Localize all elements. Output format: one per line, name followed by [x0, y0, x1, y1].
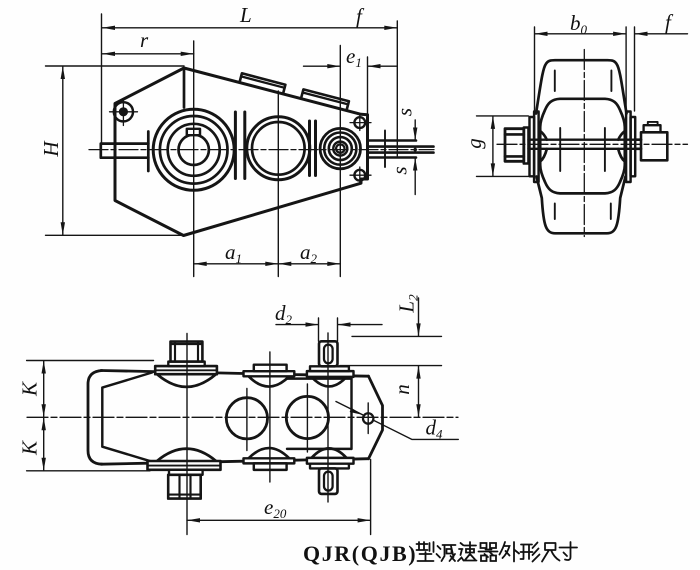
svg-text:a2: a2: [300, 240, 318, 266]
svg-text:b0: b0: [570, 11, 588, 37]
svg-text:s: s: [392, 108, 416, 116]
svg-text:g: g: [462, 138, 486, 149]
svg-text:K: K: [18, 440, 42, 456]
svg-text:L: L: [239, 3, 252, 27]
svg-text:f: f: [356, 4, 365, 28]
svg-text:K: K: [18, 381, 42, 397]
svg-text:L2: L2: [395, 294, 421, 314]
svg-text:f: f: [665, 10, 674, 34]
svg-text:s: s: [387, 166, 411, 174]
svg-text:H: H: [39, 140, 63, 158]
svg-text:QJR(QJB): QJR(QJB): [303, 541, 417, 566]
svg-text:e20: e20: [264, 495, 287, 521]
svg-text:a1: a1: [225, 240, 242, 266]
svg-text:d4: d4: [426, 416, 444, 442]
svg-text:d2: d2: [275, 301, 293, 327]
svg-text:n: n: [390, 384, 414, 395]
svg-text:e1: e1: [346, 44, 362, 70]
svg-text:r: r: [140, 28, 149, 52]
